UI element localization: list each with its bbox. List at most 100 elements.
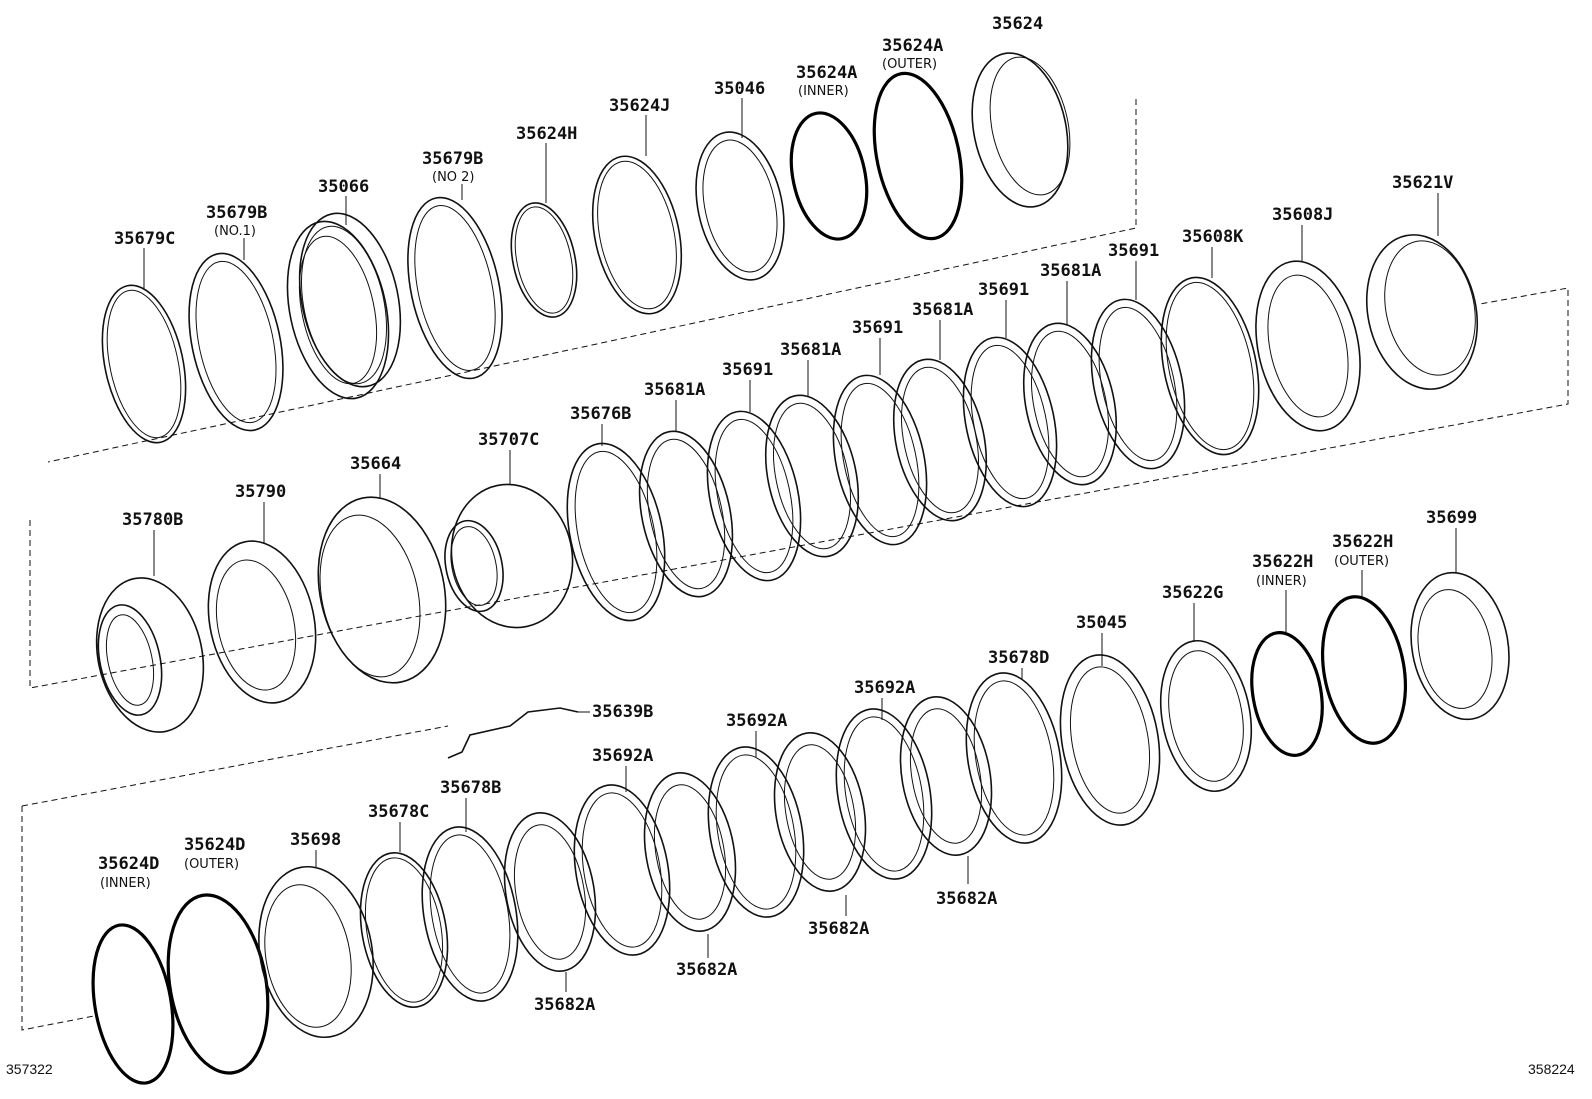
part-35624D-outer-o-ring bbox=[166, 893, 270, 1075]
label-35692A-c: 35692A bbox=[592, 746, 653, 766]
part-35682A-disc-3 bbox=[773, 732, 867, 892]
label-35682A-b: 35682A bbox=[676, 960, 737, 980]
part-35681A-disc-3 bbox=[892, 358, 988, 522]
label-35692A-b: 35692A bbox=[726, 711, 787, 731]
label-35664: 35664 bbox=[350, 454, 401, 474]
part-35608K-snap-ring bbox=[1160, 276, 1260, 456]
part-35698-piston bbox=[258, 865, 374, 1039]
label-35624: 35624 bbox=[992, 14, 1043, 34]
label-35679B-no1: 35679B bbox=[206, 203, 267, 223]
part-35678C-snap-ring bbox=[359, 852, 449, 1008]
part-35790-sprag bbox=[207, 540, 317, 704]
label-35624A-inner: 35624A bbox=[796, 63, 857, 83]
part-35622G-piston bbox=[1159, 639, 1253, 793]
label-35624A-outer-note: (OUTER) bbox=[882, 57, 937, 72]
label-35692A-a: 35692A bbox=[854, 678, 915, 698]
part-35780B-hub bbox=[95, 577, 205, 733]
part-35624A-inner-o-ring bbox=[789, 111, 869, 241]
label-35622H-outer-note: (OUTER) bbox=[1334, 554, 1389, 569]
part-35624H-snap-ring bbox=[510, 202, 578, 318]
part-labels: 35679C 35679B (NO.1) 35066 35679B (NO 2)… bbox=[6, 14, 1575, 1077]
label-35678B: 35678B bbox=[440, 778, 501, 798]
group-boundaries bbox=[21, 99, 1569, 1031]
part-35624-piston bbox=[971, 52, 1071, 208]
label-35699: 35699 bbox=[1426, 508, 1477, 528]
label-35621V: 35621V bbox=[1392, 173, 1453, 193]
label-35790: 35790 bbox=[235, 482, 286, 502]
label-35681A-d: 35681A bbox=[644, 380, 705, 400]
label-35691-a: 35691 bbox=[1108, 241, 1159, 261]
label-35681A-c: 35681A bbox=[780, 340, 841, 360]
label-35682A-c: 35682A bbox=[808, 919, 869, 939]
label-35622G: 35622G bbox=[1162, 583, 1223, 603]
part-35682A-disc-4 bbox=[899, 696, 993, 856]
label-35622H-inner: 35622H bbox=[1252, 552, 1313, 572]
part-35639B-bracket bbox=[447, 707, 579, 759]
part-35692A-plate-1 bbox=[573, 784, 671, 956]
figure-ref-left: 357322 bbox=[6, 1061, 53, 1077]
part-35679B-no1-plate bbox=[188, 252, 284, 432]
part-35608J-spring-retainer bbox=[1255, 260, 1361, 432]
label-35681A-b: 35681A bbox=[912, 300, 973, 320]
label-35045: 35045 bbox=[1076, 613, 1127, 633]
label-35608K: 35608K bbox=[1182, 227, 1244, 247]
part-35681A-disc-1 bbox=[638, 430, 734, 598]
part-35682A-disc-1 bbox=[503, 812, 597, 972]
part-35681A-disc-2 bbox=[764, 394, 860, 558]
label-35691-d: 35691 bbox=[722, 360, 773, 380]
label-35679B-no2: 35679B bbox=[422, 149, 483, 169]
part-35679C-snap-ring bbox=[101, 284, 187, 444]
part-35691-plate-4 bbox=[1090, 298, 1186, 470]
label-35066: 35066 bbox=[318, 177, 369, 197]
part-35678D-plate bbox=[965, 672, 1063, 844]
label-35679C: 35679C bbox=[114, 229, 175, 249]
label-35624A-inner-note: (INNER) bbox=[798, 84, 849, 99]
label-35622H-outer: 35622H bbox=[1332, 532, 1393, 552]
part-35707C-hub bbox=[444, 483, 574, 629]
part-35621V-piston bbox=[1365, 234, 1479, 390]
part-35699-seal bbox=[1410, 571, 1510, 721]
label-35698: 35698 bbox=[290, 830, 341, 850]
label-35691-b: 35691 bbox=[978, 280, 1029, 300]
label-35707C: 35707C bbox=[478, 430, 539, 450]
label-35624D-inner: 35624D bbox=[98, 854, 159, 874]
part-35622H-inner-o-ring bbox=[1250, 631, 1324, 757]
label-35624D-inner-note: (INNER) bbox=[100, 876, 151, 891]
part-35691-plate-3 bbox=[962, 336, 1058, 508]
label-35624D-outer-note: (OUTER) bbox=[184, 857, 239, 872]
part-35045-spring-retainer bbox=[1059, 654, 1161, 826]
label-35679B-no2-note: (NO 2) bbox=[432, 170, 475, 185]
part-35691-plate-1 bbox=[706, 410, 802, 582]
part-35679B-no2-plate bbox=[407, 196, 503, 380]
part-35676B-plate bbox=[566, 442, 666, 622]
label-35681A-a: 35681A bbox=[1040, 261, 1101, 281]
part-35692A-plate-2 bbox=[707, 746, 805, 918]
label-35679B-no1-note: (NO.1) bbox=[214, 224, 256, 239]
label-35678D: 35678D bbox=[988, 648, 1049, 668]
label-35691-c: 35691 bbox=[852, 318, 903, 338]
label-35624A-outer: 35624A bbox=[882, 36, 943, 56]
label-35622H-inner-note: (INNER) bbox=[1256, 574, 1307, 589]
part-35691-plate-2 bbox=[832, 374, 928, 546]
label-35624D-outer: 35624D bbox=[184, 835, 245, 855]
part-35664-drum bbox=[317, 496, 447, 684]
part-35624A-outer-o-ring bbox=[872, 71, 964, 241]
label-35046: 35046 bbox=[714, 79, 765, 99]
part-35624J-snap-ring bbox=[591, 155, 683, 315]
label-35608J: 35608J bbox=[1272, 205, 1333, 225]
label-35676B: 35676B bbox=[570, 404, 631, 424]
part-35681A-disc-4 bbox=[1022, 322, 1118, 486]
figure-ref-right: 358224 bbox=[1528, 1061, 1575, 1077]
label-35682A-d: 35682A bbox=[936, 889, 997, 909]
part-35692A-plate-3 bbox=[835, 708, 933, 880]
label-35682A-a: 35682A bbox=[534, 995, 595, 1015]
label-35624H: 35624H bbox=[516, 124, 577, 144]
part-35682A-disc-2 bbox=[643, 772, 737, 932]
part-35066-clutch-drum bbox=[286, 212, 402, 400]
leader-lines bbox=[143, 98, 1457, 992]
part-35678B-plate bbox=[421, 826, 519, 1002]
part-35046-one-way-clutch bbox=[695, 131, 785, 281]
label-35624J: 35624J bbox=[609, 96, 670, 116]
label-35780B: 35780B bbox=[122, 510, 183, 530]
